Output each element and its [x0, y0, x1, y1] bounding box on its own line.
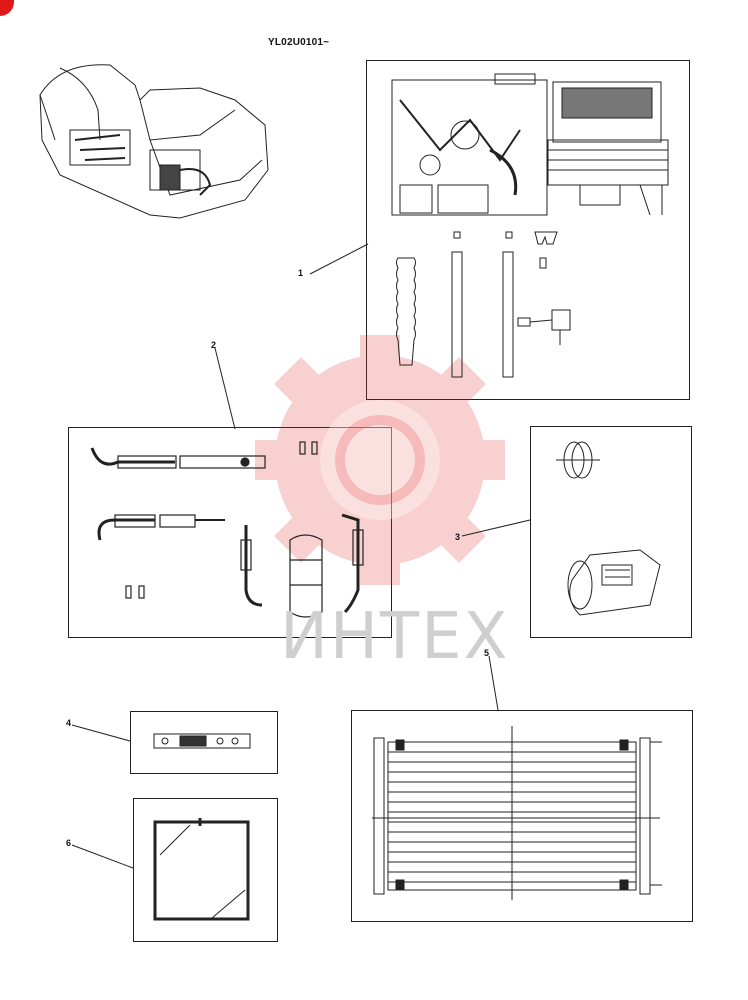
panel-compressor [530, 426, 692, 638]
compressor-drawing [556, 441, 661, 616]
hvac-loose-parts [396, 231, 571, 378]
control-panel-drawing [153, 733, 251, 749]
document-code: YL02U0101~ [268, 37, 330, 48]
callout-4: 4 [66, 718, 72, 728]
filter-drawing [153, 818, 250, 921]
watermark-gear [255, 335, 505, 585]
watermark-text: ИНТЕХ [280, 600, 510, 674]
hvac-unit-drawing [391, 73, 669, 216]
callout-3: 3 [455, 532, 461, 542]
callout-1: 1 [298, 268, 304, 278]
condenser-drawing [372, 726, 662, 900]
leader-lines [71, 243, 531, 869]
machine-overview-drawing [39, 64, 269, 219]
callout-2: 2 [211, 340, 217, 350]
callout-5: 5 [484, 648, 490, 658]
hose-set-drawing [90, 441, 364, 618]
callout-6: 6 [66, 838, 72, 848]
